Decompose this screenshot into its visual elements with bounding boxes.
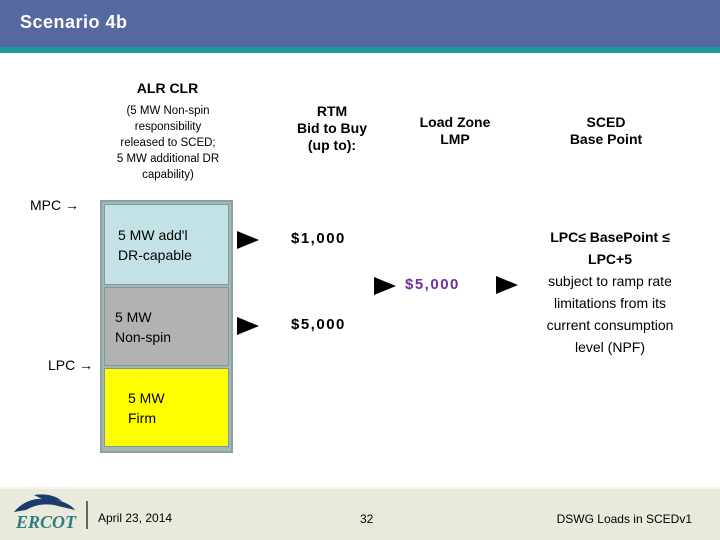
slide-footer: ERCOT April 23, 2014 32 DSWG Loads in SC… xyxy=(0,487,720,540)
flow-arrow-icon xyxy=(496,276,518,294)
box-dr-capable: 5 MW add'l DR-capable xyxy=(104,204,229,285)
box-non-spin: 5 MW Non-spin xyxy=(104,287,229,366)
slide-title-bar: Scenario 4b xyxy=(0,0,720,47)
footer-deck-title: DSWG Loads in SCEDv1 xyxy=(556,512,692,526)
ercot-logo: ERCOT xyxy=(14,494,77,532)
flow-arrow-icon xyxy=(237,317,259,335)
column-header-sced-base-point: SCED Base Point xyxy=(569,114,643,147)
lpc-row-label: LPC → xyxy=(48,357,94,373)
page-number: 32 xyxy=(360,512,374,526)
flow-arrow-icon xyxy=(374,277,396,295)
column-subtitle-alr-clr: (5 MW Non-spin responsibility released t… xyxy=(116,105,220,181)
svg-text:ERCOT: ERCOT xyxy=(15,512,77,532)
footer-date: April 23, 2014 xyxy=(98,511,173,525)
mpc-row-label: MPC → xyxy=(30,197,79,213)
sced-base-point-note: LPC≤ BasePoint ≤ LPC+5 subject to ramp r… xyxy=(504,226,716,358)
slide-title: Scenario 4b xyxy=(20,12,128,32)
column-header-rtm-bid: RTM Bid to Buy (up to): xyxy=(297,103,367,153)
column-header-load-zone-lmp: Load Zone LMP xyxy=(419,114,491,147)
bid-value-non-spin: $5,000 xyxy=(291,316,346,333)
sced-constraint-detail: subject to ramp rate limitations from it… xyxy=(546,273,674,355)
ercot-swoosh-icon xyxy=(14,494,75,512)
load-zone-lmp-value: $5,000 xyxy=(405,276,460,293)
bid-value-dr-capable: $1,000 xyxy=(291,230,346,247)
sced-constraint-formula: LPC≤ BasePoint ≤ LPC+5 xyxy=(550,229,670,267)
capacity-box-stack: 5 MW add'l DR-capable 5 MW Non-spin 5 MW… xyxy=(100,200,233,453)
column-header-alr-clr: ALR CLR xyxy=(136,80,199,96)
box-firm: 5 MW Firm xyxy=(104,368,229,447)
title-accent-strip xyxy=(0,47,720,53)
flow-arrow-icon xyxy=(237,231,259,249)
footer-divider xyxy=(86,501,88,529)
